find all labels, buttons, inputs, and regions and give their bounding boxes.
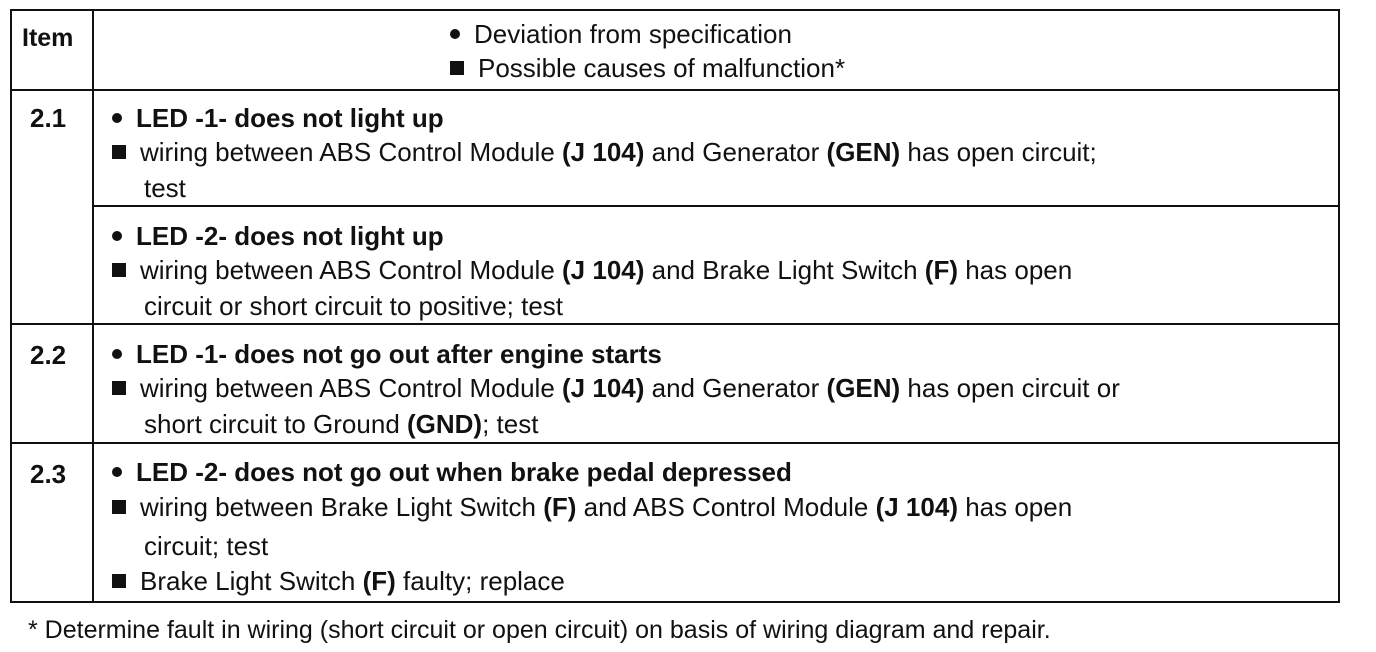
cause-text-continued: short circuit to Ground (GND); test [144, 409, 539, 439]
item-number: 2.1 [30, 103, 67, 133]
square-bullet-icon [112, 263, 126, 278]
cause-text: wiring between ABS Control Module (J 104… [112, 370, 1120, 406]
diagnosis-table [10, 9, 1340, 603]
row-divider-2-1-inner [92, 205, 1340, 207]
header-causes: Possible causes of malfunction* [450, 50, 845, 86]
square-bullet-icon [112, 145, 126, 160]
cause-text-continued: test [144, 173, 186, 203]
deviation-text: LED -2- does not go out when brake pedal… [112, 454, 792, 490]
header-divider [10, 89, 1340, 91]
bullet-icon [450, 29, 460, 40]
bullet-icon [112, 467, 122, 478]
bullet-icon [112, 349, 122, 360]
deviation-text: LED -2- does not light up [112, 218, 444, 254]
square-bullet-icon [112, 500, 126, 515]
square-bullet-icon [450, 61, 464, 76]
deviation-text: LED -1- does not go out after engine sta… [112, 336, 662, 372]
square-bullet-icon [112, 381, 126, 396]
item-number: 2.2 [30, 340, 67, 370]
cause-text: wiring between Brake Light Switch (F) an… [112, 489, 1072, 525]
row-divider-2-2 [10, 323, 1340, 325]
header-item-label: Item [22, 24, 74, 52]
item-number: 2.3 [30, 459, 67, 489]
column-divider [92, 9, 94, 603]
cause-text: wiring between ABS Control Module (J 104… [112, 134, 1097, 170]
cause-text: Brake Light Switch (F) faulty; replace [112, 563, 565, 599]
cause-text-continued: circuit or short circuit to positive; te… [144, 291, 564, 321]
cause-text-continued: circuit; test [144, 531, 269, 561]
header-deviation: Deviation from specification [450, 16, 792, 52]
footnote: * Determine fault in wiring (short circu… [28, 616, 1051, 644]
deviation-text: LED -1- does not light up [112, 100, 444, 136]
bullet-icon [112, 113, 122, 124]
bullet-icon [112, 231, 122, 242]
square-bullet-icon [112, 574, 126, 589]
cause-text: wiring between ABS Control Module (J 104… [112, 252, 1072, 288]
row-divider-2-3 [10, 442, 1340, 444]
